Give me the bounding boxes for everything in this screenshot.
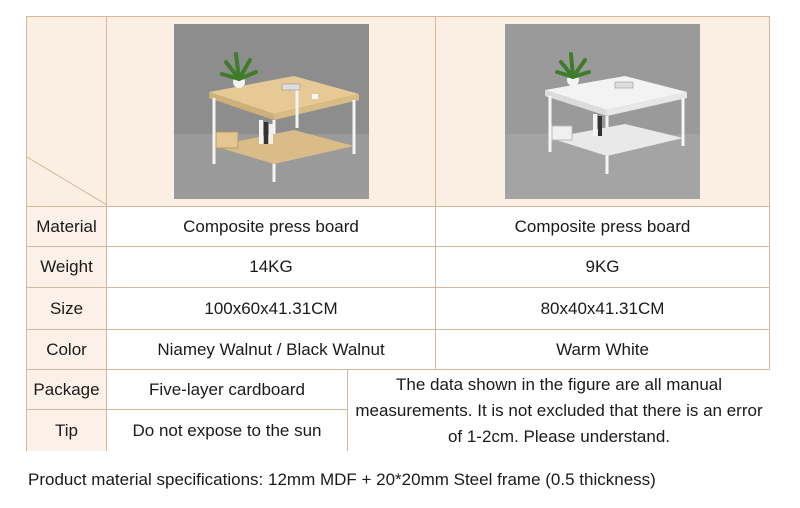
color-col2: Warm White — [436, 330, 770, 370]
row-label-package: Package — [27, 370, 107, 410]
row-label-size: Size — [27, 288, 107, 330]
wood-coffee-table-image — [173, 24, 369, 199]
weight-col2: 9KG — [436, 247, 770, 288]
row-label-tip: Tip — [27, 410, 107, 451]
product-image-cell-2 — [436, 17, 770, 207]
size-col2: 80x40x41.31CM — [436, 288, 770, 330]
color-col1: Niamey Walnut / Black Walnut — [107, 330, 436, 370]
measurement-note: The data shown in the figure are all man… — [348, 370, 770, 451]
weight-col1: 14KG — [107, 247, 436, 288]
product-image-cell-1 — [107, 17, 436, 207]
row-label-color: Color — [27, 330, 107, 370]
package-col1: Five-layer cardboard — [107, 370, 348, 410]
tip-col1: Do not expose to the sun — [107, 410, 348, 451]
white-coffee-table-image — [505, 24, 700, 199]
material-specifications: Product material specifications: 12mm MD… — [28, 470, 656, 489]
spec-table: Material Composite press board Composite… — [26, 16, 770, 451]
corner-cell — [27, 17, 107, 207]
row-label-material: Material — [27, 207, 107, 247]
material-col1: Composite press board — [107, 207, 436, 247]
material-col2: Composite press board — [436, 207, 770, 247]
diagonal-divider — [27, 156, 107, 206]
size-col1: 100x60x41.31CM — [107, 288, 436, 330]
row-label-weight: Weight — [27, 247, 107, 288]
